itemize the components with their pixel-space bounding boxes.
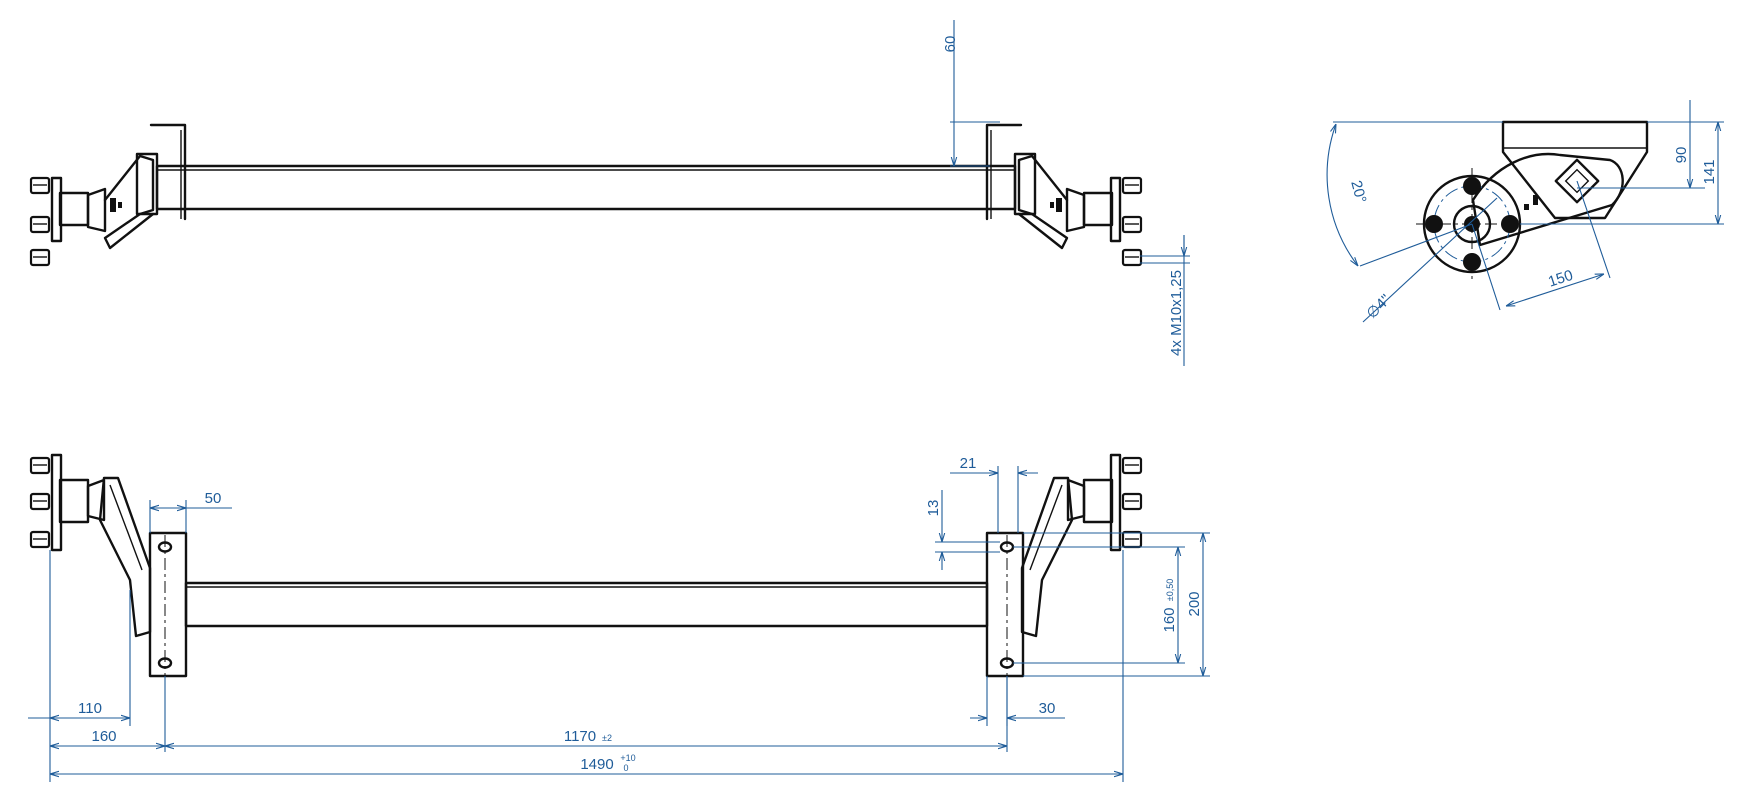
square-shaft-side	[1554, 158, 1600, 204]
dimension-1170-tolerance: ±2	[602, 733, 612, 743]
dimension-60: 60	[942, 20, 1000, 167]
dimension-160-horizontal: 160	[50, 676, 166, 752]
dimension-160-vertical: 160 ±0,50	[1013, 546, 1185, 664]
dimension-13-label: 13	[925, 500, 942, 517]
left-wheel-hub-top	[29, 152, 159, 267]
dimension-200-label: 200	[1186, 591, 1203, 616]
dimension-1490: 1490 +10 0	[50, 550, 1124, 782]
dimension-1170: 1170 ±2	[165, 676, 1008, 752]
right-mounting-bracket-top	[985, 123, 1023, 221]
right-wheel-hub-top	[1013, 152, 1143, 267]
dimension-150: 150	[1471, 180, 1611, 311]
left-swing-arm-front	[98, 476, 152, 638]
dimension-160-horizontal-label: 160	[91, 728, 116, 745]
dimension-50-label: 50	[205, 490, 222, 507]
left-wheel-hub-front	[29, 453, 106, 552]
dimension-1170-label: 1170	[564, 728, 596, 745]
axle-tube-top	[155, 164, 1017, 211]
dimension-60-label: 60	[942, 36, 959, 53]
axle-tube-front	[184, 581, 989, 628]
dimension-20-degrees: 20°	[1326, 121, 1503, 266]
swing-arm-side	[1471, 152, 1624, 247]
dimension-21: 21	[950, 455, 1038, 533]
dimension-160-vertical-label: 160	[1161, 607, 1178, 632]
dimension-50: 50	[149, 490, 232, 533]
mounting-bracket-side	[1501, 120, 1649, 220]
dimension-30-label: 30	[1039, 700, 1056, 717]
right-swing-arm-front	[1020, 476, 1074, 638]
top-view: 60 4x M10x1,25	[29, 20, 1190, 366]
side-view: 20° ∅4" 150 90 141	[1326, 100, 1724, 323]
dimension-21-label: 21	[960, 455, 977, 472]
right-wheel-hub-front	[1066, 453, 1143, 552]
dimension-20-degrees-label: 20°	[1347, 179, 1369, 205]
dimension-150-label: 150	[1546, 267, 1575, 291]
left-mounting-plate-front	[148, 531, 188, 678]
dimension-110: 110	[28, 550, 131, 782]
left-mounting-bracket-top	[149, 123, 187, 221]
dimension-200: 200	[1023, 532, 1210, 677]
left-wheel-nuts-top	[29, 176, 51, 267]
front-view: 50 21 13 160 ±0,50	[28, 453, 1210, 782]
dimension-141: 141	[1520, 121, 1724, 225]
dimension-90: 90	[1577, 100, 1705, 189]
right-wheel-nuts-top	[1121, 176, 1143, 267]
dimension-13: 13	[925, 490, 1000, 570]
right-wheel-nuts-front	[1121, 456, 1143, 549]
dimension-1490-tolerance-lower: 0	[623, 763, 628, 773]
right-mounting-plate-front	[985, 531, 1025, 678]
dimension-110-label: 110	[78, 700, 102, 717]
dimension-stud-spec-label: 4x M10x1,25	[1168, 270, 1185, 356]
dimension-141-label: 141	[1701, 159, 1718, 184]
dimension-1490-tolerance-upper: +10	[620, 753, 635, 763]
dimension-1490-label: 1490	[580, 756, 613, 773]
dimension-30: 30	[970, 676, 1065, 726]
left-wheel-nuts-front	[29, 456, 51, 549]
dimension-90-label: 90	[1673, 147, 1690, 164]
dimension-stud-spec: 4x M10x1,25	[1140, 235, 1190, 366]
dimension-160-vertical-tolerance: ±0,50	[1165, 579, 1175, 601]
